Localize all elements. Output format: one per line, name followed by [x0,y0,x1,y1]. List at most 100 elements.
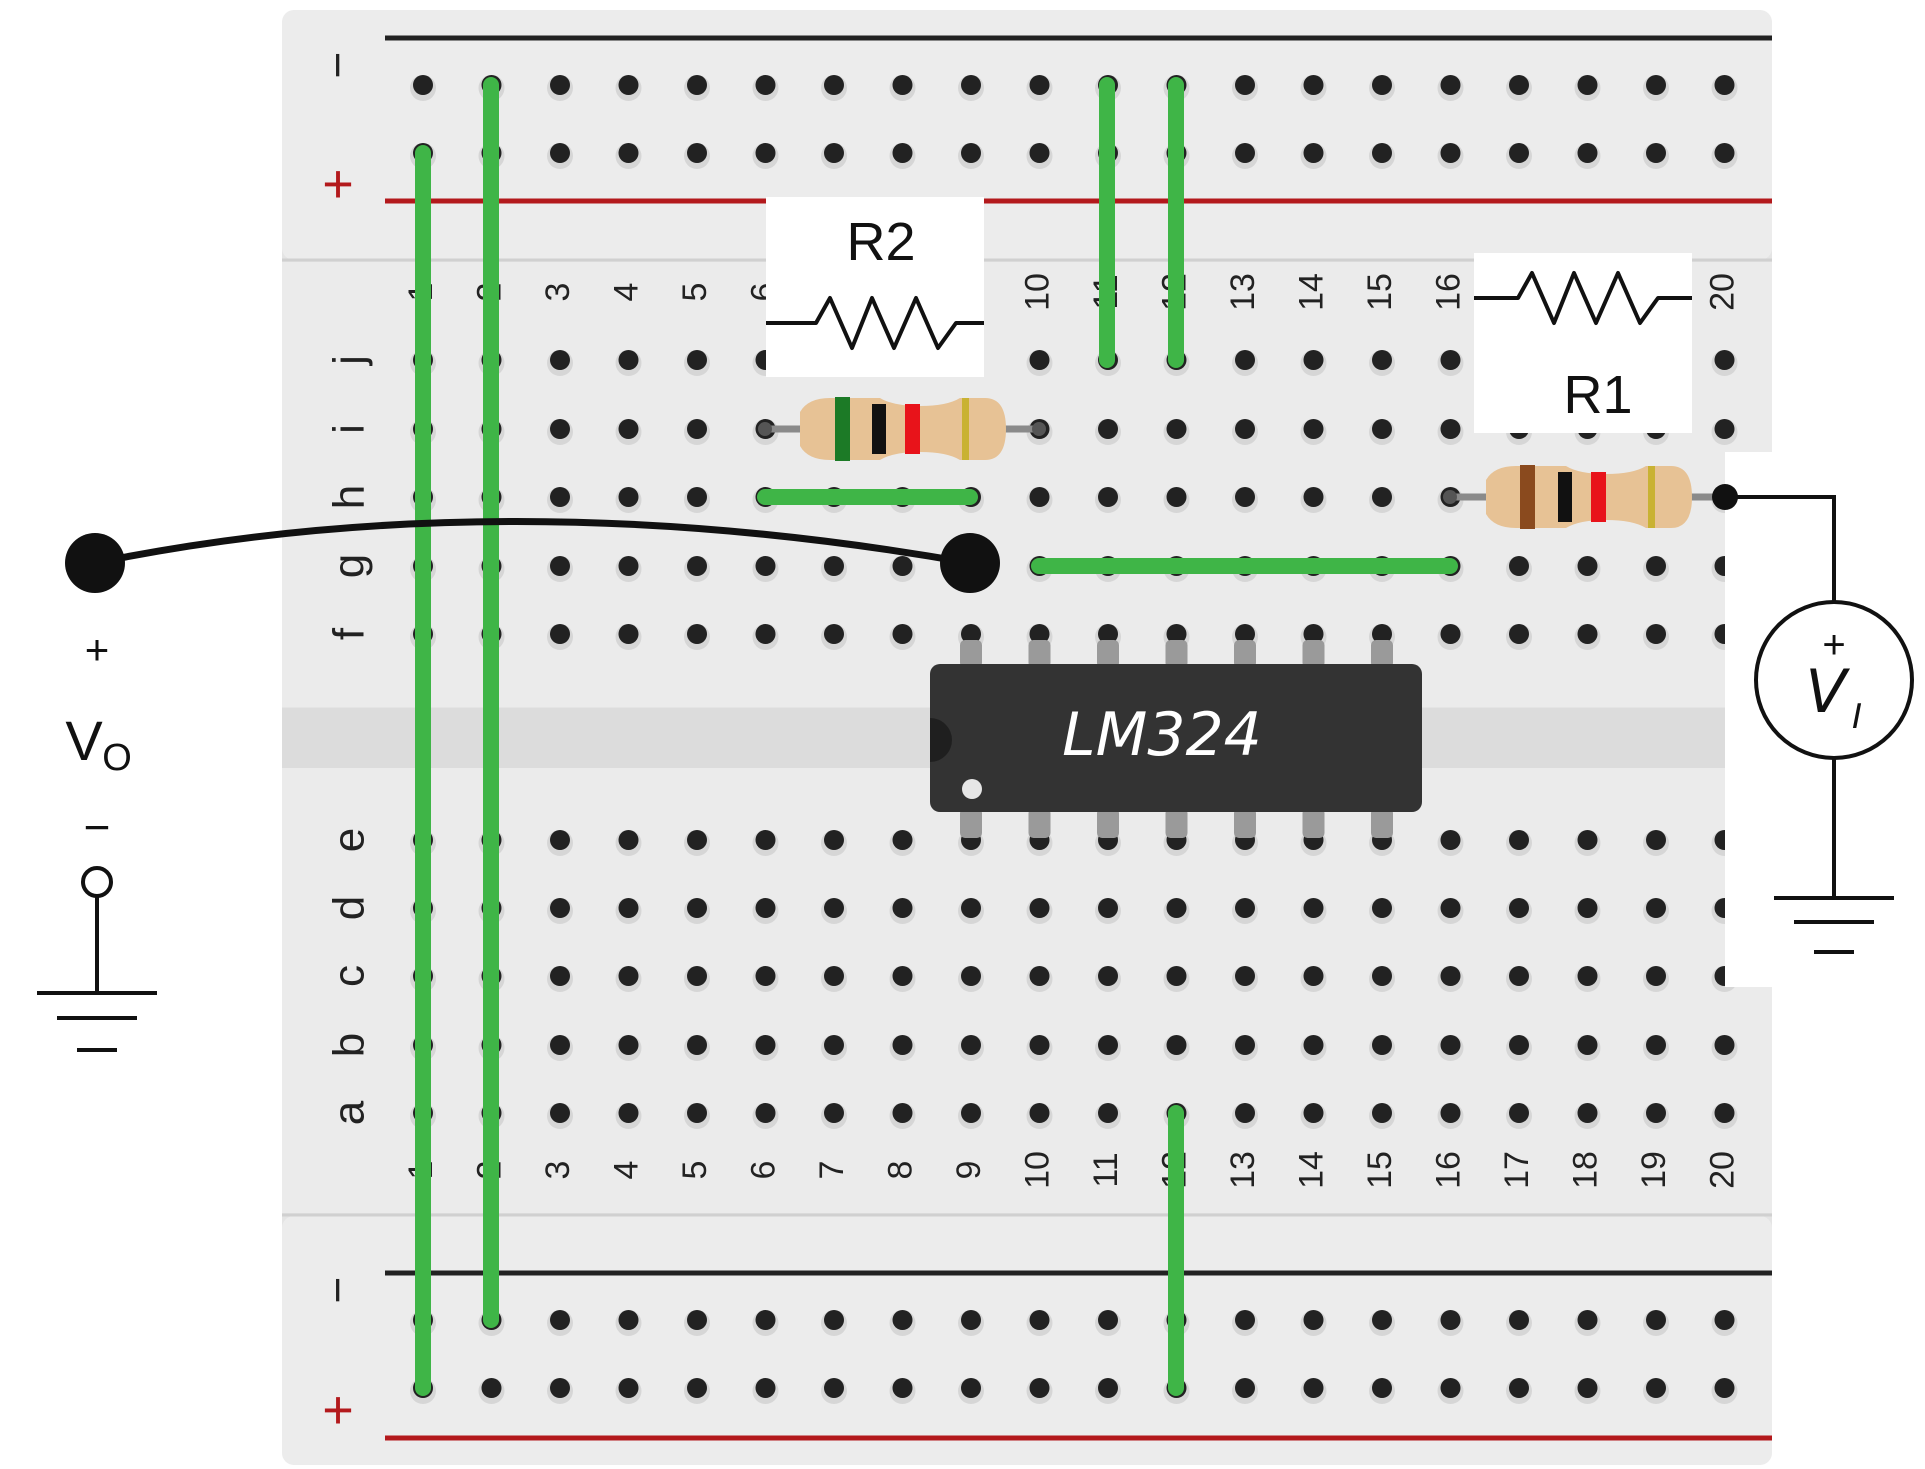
breadboard-hole[interactable] [1372,898,1392,918]
breadboard-hole[interactable] [824,898,844,918]
rail-hole[interactable] [1440,1378,1461,1398]
rail-hole[interactable] [1372,1378,1392,1398]
breadboard-hole[interactable] [824,1035,844,1055]
rail-hole[interactable] [1029,1310,1050,1330]
breadboard-hole[interactable] [1714,1035,1735,1055]
rail-hole[interactable] [550,143,570,163]
breadboard-hole[interactable] [1235,1035,1255,1055]
breadboard-hole[interactable] [755,556,776,576]
rail-hole[interactable] [1440,143,1461,163]
rail-hole[interactable] [1440,1310,1461,1330]
rail-hole[interactable] [1646,1310,1666,1330]
rail-hole[interactable] [1303,143,1324,163]
rail-hole[interactable] [1372,143,1392,163]
breadboard-hole[interactable] [1372,1035,1392,1055]
breadboard-hole[interactable] [1029,487,1050,507]
rail-hole[interactable] [1098,1310,1118,1330]
rail-hole[interactable] [961,143,981,163]
breadboard-hole[interactable] [550,1035,570,1055]
breadboard-hole[interactable] [1303,1035,1324,1055]
breadboard-hole[interactable] [1029,350,1050,370]
breadboard-hole[interactable] [1440,830,1461,850]
breadboard-hole[interactable] [755,898,776,918]
rail-hole[interactable] [824,1378,844,1398]
breadboard-hole[interactable] [1303,350,1324,370]
breadboard-hole[interactable] [1509,556,1529,576]
breadboard-hole[interactable] [1714,1103,1735,1123]
breadboard-hole[interactable] [550,419,570,439]
breadboard-hole[interactable] [961,1035,981,1055]
rail-hole[interactable] [755,143,776,163]
breadboard-hole[interactable] [687,350,707,370]
breadboard-hole[interactable] [1372,1103,1392,1123]
breadboard-hole[interactable] [1509,624,1529,644]
breadboard-hole[interactable] [824,830,844,850]
rail-hole[interactable] [1509,75,1529,95]
rail-hole[interactable] [618,143,639,163]
breadboard-hole[interactable] [687,1103,707,1123]
rail-hole[interactable] [413,75,433,95]
rail-hole[interactable] [824,143,844,163]
breadboard-hole[interactable] [1029,1103,1050,1123]
rail-hole[interactable] [687,1310,707,1330]
breadboard-hole[interactable] [961,624,981,644]
rail-hole[interactable] [961,1378,981,1398]
breadboard-hole[interactable] [1235,898,1255,918]
rail-hole[interactable] [618,75,639,95]
rail-hole[interactable] [550,1310,570,1330]
breadboard-hole[interactable] [1235,1103,1255,1123]
breadboard-hole[interactable] [961,966,981,986]
breadboard-hole[interactable] [1577,830,1598,850]
breadboard-hole[interactable] [618,898,639,918]
breadboard-hole[interactable] [1098,966,1118,986]
rail-hole[interactable] [687,75,707,95]
breadboard-hole[interactable] [1303,966,1324,986]
breadboard-hole[interactable] [1440,419,1461,439]
breadboard-hole[interactable] [1372,350,1392,370]
breadboard-hole[interactable] [1303,898,1324,918]
breadboard-hole[interactable] [687,487,707,507]
breadboard-hole[interactable] [687,419,707,439]
breadboard-hole[interactable] [1577,1035,1598,1055]
rail-hole[interactable] [1646,75,1666,95]
breadboard-hole[interactable] [1098,624,1118,644]
rail-hole[interactable] [961,1310,981,1330]
rail-hole[interactable] [1714,75,1735,95]
rail-hole[interactable] [892,1310,913,1330]
breadboard-hole[interactable] [892,830,913,850]
rail-hole[interactable] [1372,1310,1392,1330]
rail-hole[interactable] [1577,1378,1598,1398]
breadboard-hole[interactable] [618,350,639,370]
rail-hole[interactable] [1646,1378,1666,1398]
breadboard-hole[interactable] [892,898,913,918]
breadboard-hole[interactable] [961,898,981,918]
breadboard-hole[interactable] [1235,419,1255,439]
breadboard-hole[interactable] [1303,419,1324,439]
rail-hole[interactable] [755,75,776,95]
rail-hole[interactable] [892,1378,913,1398]
breadboard-hole[interactable] [618,556,639,576]
breadboard-hole[interactable] [1440,1035,1461,1055]
rail-hole[interactable] [1303,75,1324,95]
rail-hole[interactable] [1714,1310,1735,1330]
breadboard-hole[interactable] [687,898,707,918]
breadboard-hole[interactable] [1509,830,1529,850]
rail-hole[interactable] [550,75,570,95]
rail-hole[interactable] [1029,1378,1050,1398]
rail-hole[interactable] [687,143,707,163]
breadboard-hole[interactable] [1646,624,1666,644]
rail-hole[interactable] [824,75,844,95]
rail-hole[interactable] [1029,75,1050,95]
breadboard-hole[interactable] [618,830,639,850]
breadboard-hole[interactable] [1372,966,1392,986]
breadboard-hole[interactable] [755,1035,776,1055]
breadboard-hole[interactable] [1646,898,1666,918]
breadboard-hole[interactable] [892,1103,913,1123]
breadboard-hole[interactable] [1166,966,1187,986]
breadboard-hole[interactable] [1303,487,1324,507]
breadboard-hole[interactable] [1029,898,1050,918]
rail-hole[interactable] [687,1378,707,1398]
breadboard-hole[interactable] [618,419,639,439]
rail-hole[interactable] [481,1378,502,1398]
rail-hole[interactable] [1235,75,1255,95]
